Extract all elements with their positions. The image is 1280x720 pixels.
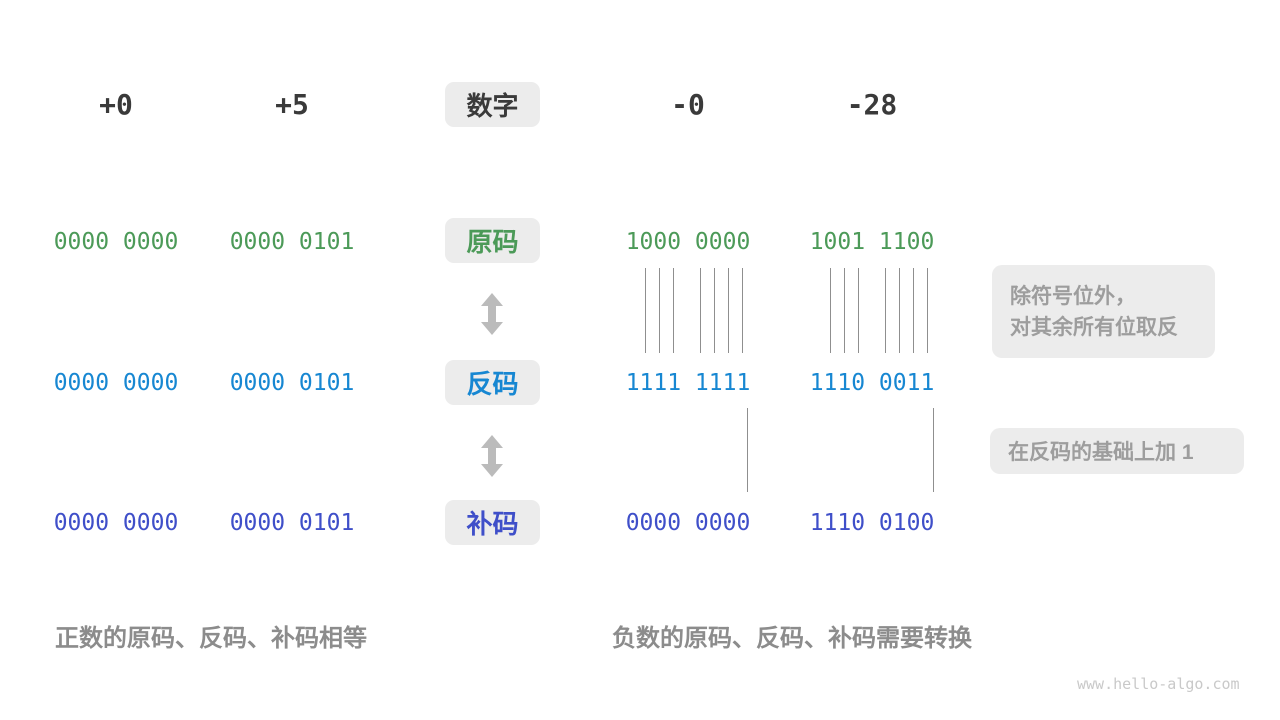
bit-flip-line: [728, 268, 729, 353]
flip-bits-note-line1: 除符号位外，: [1010, 284, 1136, 308]
bit-flip-line: [899, 268, 900, 353]
bit-flip-line: [844, 268, 845, 353]
bit-flip-line: [885, 268, 886, 353]
sign-magnitude-of-minus-28: 1001 1100: [809, 229, 935, 255]
negative-numbers-caption: 负数的原码、反码、补码需要转换: [612, 625, 972, 652]
number-minus-28: -28: [846, 88, 898, 121]
bit-flip-line: [645, 268, 646, 353]
bit-flip-line: [858, 268, 859, 353]
bit-flip-line: [830, 268, 831, 353]
add-one-line: [747, 408, 748, 492]
twos-complement-of-minus-28: 1110 0100: [809, 510, 935, 536]
site-watermark: www.hello-algo.com: [1077, 675, 1240, 693]
flip-bits-note-line2: 对其余所有位取反: [1010, 315, 1178, 339]
up-down-arrow-icon: [481, 293, 503, 335]
label-sign-magnitude: 原码: [445, 218, 540, 263]
ones-complement-of-minus-28: 1110 0011: [809, 370, 935, 396]
twos-complement-of-plus-5: 0000 0101: [229, 510, 355, 536]
number-minus-0: -0: [671, 88, 705, 121]
add-one-line: [933, 408, 934, 492]
ones-complement-of-plus-5: 0000 0101: [229, 370, 355, 396]
sign-magnitude-of-minus-0: 1000 0000: [625, 229, 751, 255]
twos-complement-of-plus-0: 0000 0000: [53, 510, 179, 536]
label-twos-complement: 补码: [445, 500, 540, 545]
sign-magnitude-of-plus-0: 0000 0000: [53, 229, 179, 255]
number-plus-5: +5: [275, 88, 309, 121]
bit-flip-line: [700, 268, 701, 353]
bit-flip-line: [742, 268, 743, 353]
up-down-arrow-icon: [481, 435, 503, 477]
flip-bits-note: 除符号位外， 对其余所有位取反: [992, 265, 1215, 358]
bit-flip-line: [913, 268, 914, 353]
positive-numbers-caption: 正数的原码、反码、补码相等: [55, 625, 367, 652]
ones-complement-of-plus-0: 0000 0000: [53, 370, 179, 396]
sign-magnitude-of-plus-5: 0000 0101: [229, 229, 355, 255]
ones-complement-of-minus-0: 1111 1111: [625, 370, 751, 396]
add-one-note: 在反码的基础上加 1: [990, 428, 1244, 474]
bit-flip-line: [659, 268, 660, 353]
bit-flip-line: [673, 268, 674, 353]
bit-flip-line: [714, 268, 715, 353]
bit-flip-line: [927, 268, 928, 353]
label-number: 数字: [445, 82, 540, 127]
twos-complement-of-minus-0: 0000 0000: [625, 510, 751, 536]
number-plus-0: +0: [99, 88, 133, 121]
label-ones-complement: 反码: [445, 360, 540, 405]
